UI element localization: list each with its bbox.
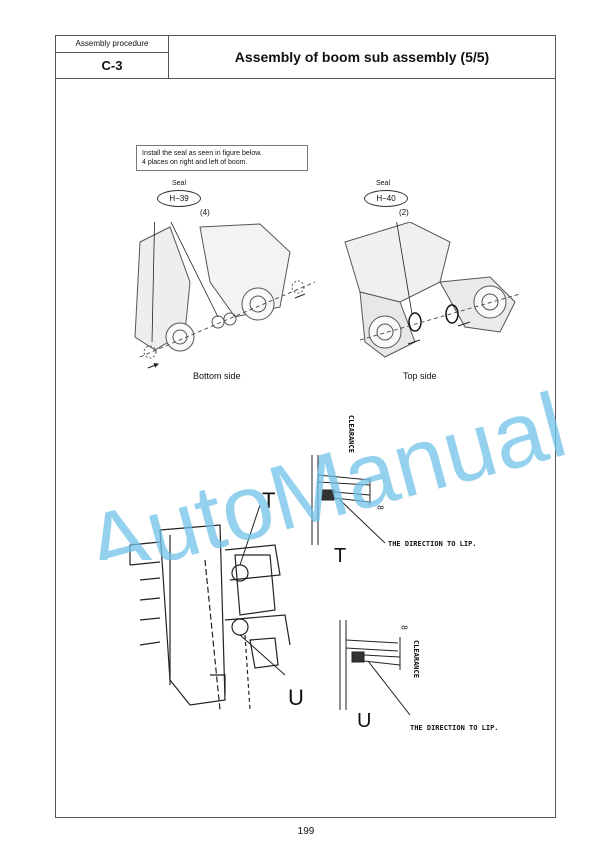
- boom-section-drawing: [129, 504, 291, 710]
- dimension-8-u: 8: [399, 625, 409, 630]
- detail-t-label: T: [334, 545, 347, 567]
- seal-label-right: Seal: [376, 180, 391, 187]
- top-side-caption: Top side: [403, 371, 437, 381]
- instruction-note: Install the seal as seen in figure below…: [136, 145, 308, 171]
- bottom-side-caption: Bottom side: [193, 371, 241, 381]
- seal-label-left: Seal: [172, 180, 187, 187]
- direction-label-t: THE DIRECTION TO LIP.: [388, 540, 477, 548]
- procedure-code: C-3: [101, 58, 123, 73]
- detail-u-drawing: [339, 620, 411, 715]
- top-side-illustration: [344, 222, 521, 358]
- direction-label-u: THE DIRECTION TO LIP.: [410, 724, 499, 732]
- detail-marker-t: T: [262, 488, 276, 513]
- procedure-label: Assembly procedure: [56, 36, 168, 53]
- detail-u-label: U: [357, 710, 372, 732]
- detail-t-drawing: [311, 455, 386, 545]
- part-number-right: H−40: [364, 190, 408, 207]
- dimension-8-t: 8: [375, 505, 385, 510]
- page-number: 199: [297, 826, 315, 837]
- procedure-box: Assembly procedure C-3: [55, 35, 169, 79]
- note-line-1: Install the seal as seen in figure below…: [142, 150, 262, 157]
- page-title: Assembly of boom sub assembly (5/5): [168, 35, 556, 79]
- bottom-side-illustration: [134, 222, 316, 369]
- clearance-label-t: CLEARANCE: [347, 415, 355, 453]
- clearance-label-u: CLEARANCE: [412, 640, 420, 678]
- note-line-2: 4 places on right and left of boom.: [142, 159, 248, 166]
- part-number-left: H−39: [157, 190, 201, 207]
- quantity-right: (2): [399, 208, 409, 217]
- quantity-left: (4): [200, 208, 210, 217]
- detail-marker-u: U: [288, 685, 304, 710]
